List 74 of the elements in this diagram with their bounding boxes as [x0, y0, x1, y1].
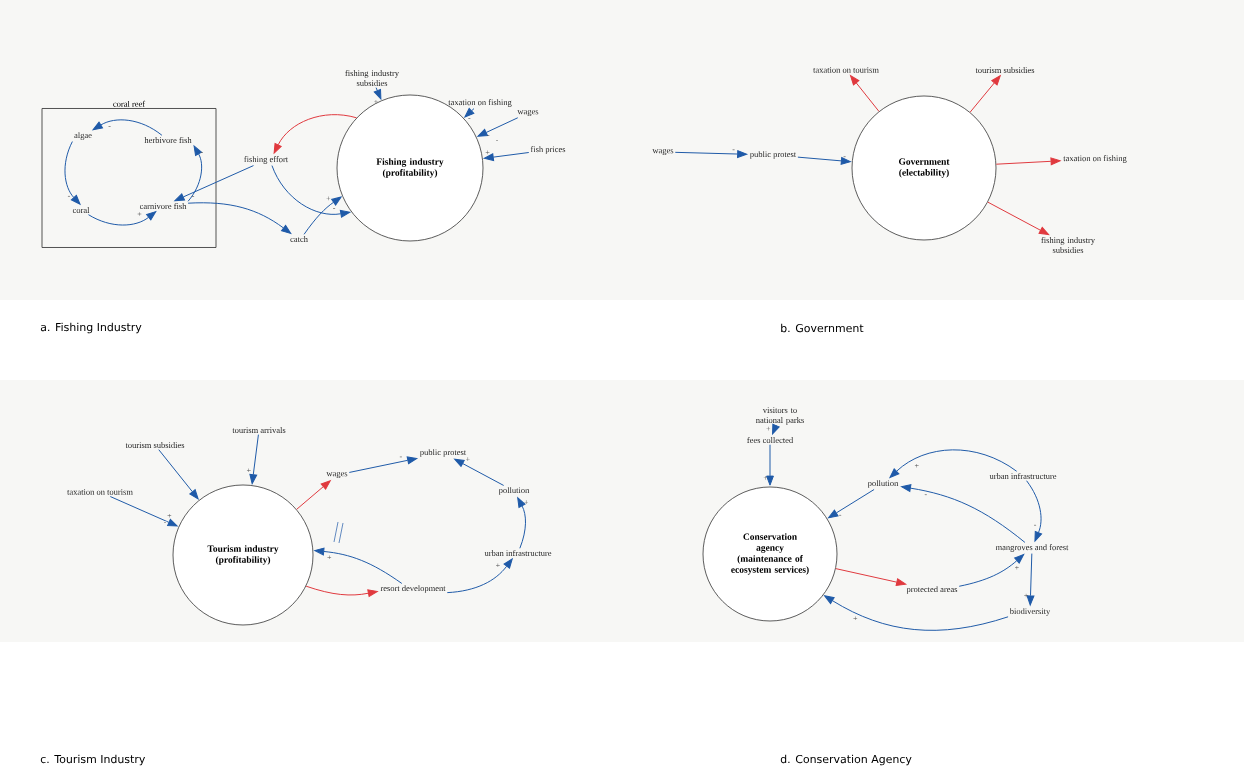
arrow: [249, 434, 259, 485]
variable-label: coral: [72, 207, 90, 213]
arrow: [296, 480, 331, 510]
variable-label: taxation on tourism: [67, 489, 133, 495]
variable-label: tourism subsidies: [125, 442, 185, 448]
variable-label: tourism arrivals: [232, 427, 286, 433]
variable-label: public protest: [750, 151, 797, 159]
variable-label: fishing industry subsidies: [345, 70, 400, 86]
arrow: [174, 165, 254, 202]
arrow: [1026, 553, 1035, 606]
arrow: [674, 150, 748, 158]
panel-caption: b. Government: [781, 323, 864, 333]
variable-label: urban infrastructure: [484, 549, 552, 556]
variable-label: mangroves and forest: [995, 544, 1069, 552]
arrow: [454, 458, 505, 486]
arrow: [271, 165, 351, 218]
variable-label: resort development: [380, 585, 446, 593]
variable-label: taxation on fishing: [1063, 155, 1127, 163]
panel-caption: d. Conservation Agency: [780, 754, 912, 766]
arrow: [995, 157, 1061, 166]
arrow: [797, 156, 851, 165]
variable-label: fees collected: [747, 436, 794, 443]
variable-label: wages: [326, 471, 348, 479]
arrow: [305, 585, 378, 598]
arrow: [87, 211, 157, 226]
arrow: [314, 547, 403, 584]
arrow: [348, 456, 418, 473]
variable-label: pollution: [867, 480, 899, 488]
arrow: [969, 75, 1001, 113]
panel-caption: c. Tourism Industry: [40, 754, 145, 766]
arrow: [273, 114, 357, 154]
arrow: [187, 202, 292, 234]
arrow: [446, 558, 513, 594]
arrow: [464, 107, 475, 118]
arrow: [987, 201, 1050, 236]
arrow: [766, 444, 774, 486]
variable-label: fishing effort: [244, 156, 289, 164]
variable-label: public protest: [420, 449, 467, 457]
variable-label: urban infrastructure: [989, 472, 1057, 479]
arrow: [824, 595, 1009, 631]
arrow: [187, 145, 203, 202]
arrow: [772, 423, 780, 435]
variable-label: fishing industry subsidies: [1041, 237, 1095, 253]
arrow: [92, 119, 163, 136]
arrow: [1026, 480, 1043, 542]
variable-label: catch: [290, 236, 308, 242]
arrow: [109, 496, 178, 527]
arrow: [517, 497, 526, 549]
variable-label: wages: [517, 109, 539, 117]
node-label: coral reef: [113, 100, 146, 107]
arrow: [373, 87, 382, 100]
arrow: [900, 484, 1026, 543]
arrow: [850, 75, 880, 112]
variable-label: pollution: [498, 487, 530, 495]
variable-label: taxation on tourism: [813, 67, 879, 73]
variable-label: algae: [74, 132, 92, 140]
variable-label: carnivore fish: [139, 202, 187, 209]
arrow: [835, 568, 907, 586]
arrow: [64, 141, 81, 205]
arrow: [158, 449, 199, 500]
arrow: [303, 196, 342, 235]
arrow: [828, 489, 875, 519]
arrow: [889, 449, 1018, 478]
variable-label: visitors to national parks: [755, 407, 804, 425]
variable-label: herbivore fish: [144, 136, 192, 143]
panel-caption: a. Fishing Industry: [40, 322, 142, 334]
variable-label: tourism subsidies: [975, 67, 1035, 73]
variable-label: biodiversity: [1009, 608, 1051, 616]
variable-label: fish prices: [530, 146, 566, 154]
arrow: [477, 117, 519, 137]
arrow: [483, 152, 530, 162]
variable-label: protected areas: [906, 586, 958, 594]
arrow: [958, 554, 1025, 587]
variable-label: wages: [652, 148, 674, 156]
